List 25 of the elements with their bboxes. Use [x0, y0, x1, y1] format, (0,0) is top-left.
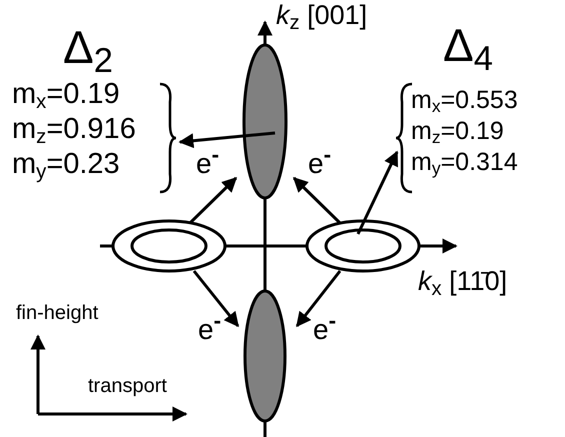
- mass-value: m$_{z}$=0.916: [12, 113, 136, 146]
- arrow: [292, 176, 342, 224]
- axis-label: k$_{z}$ [001]: [276, 2, 368, 29]
- electron-label: e$^{-}$: [308, 150, 332, 178]
- valley-label: Δ$_{2}$: [63, 24, 113, 70]
- mass-value: m$_{x}$=0.553: [411, 85, 518, 116]
- arrow: [192, 270, 240, 328]
- axis-label: k$_{x}$ [11̄0]: [418, 268, 508, 295]
- electron-label: e$^{-}$: [198, 316, 222, 344]
- arrow: [296, 270, 342, 328]
- mass-value: m$_{x}$=0.19: [12, 78, 121, 111]
- mass-value: m$_{z}$=0.19: [411, 116, 505, 147]
- electron-label: e$^{-}$: [313, 316, 336, 344]
- valley-label: Δ$_{4}$: [443, 22, 493, 68]
- electron-label: e$^{-}$: [196, 150, 220, 178]
- arrow: [188, 176, 238, 224]
- mass-value: m$_{y}$=0.23: [12, 148, 121, 181]
- ellipsoid-valley: [243, 289, 287, 423]
- ellipsoid-valley: [242, 43, 288, 200]
- direction-label: fin-height: [16, 303, 98, 323]
- ring-valley: [111, 219, 227, 273]
- mass-value: m$_{y}$=0.314: [411, 147, 518, 178]
- arrow: [178, 132, 276, 148]
- arrow: [356, 150, 398, 235]
- direction-label: transport: [88, 376, 167, 396]
